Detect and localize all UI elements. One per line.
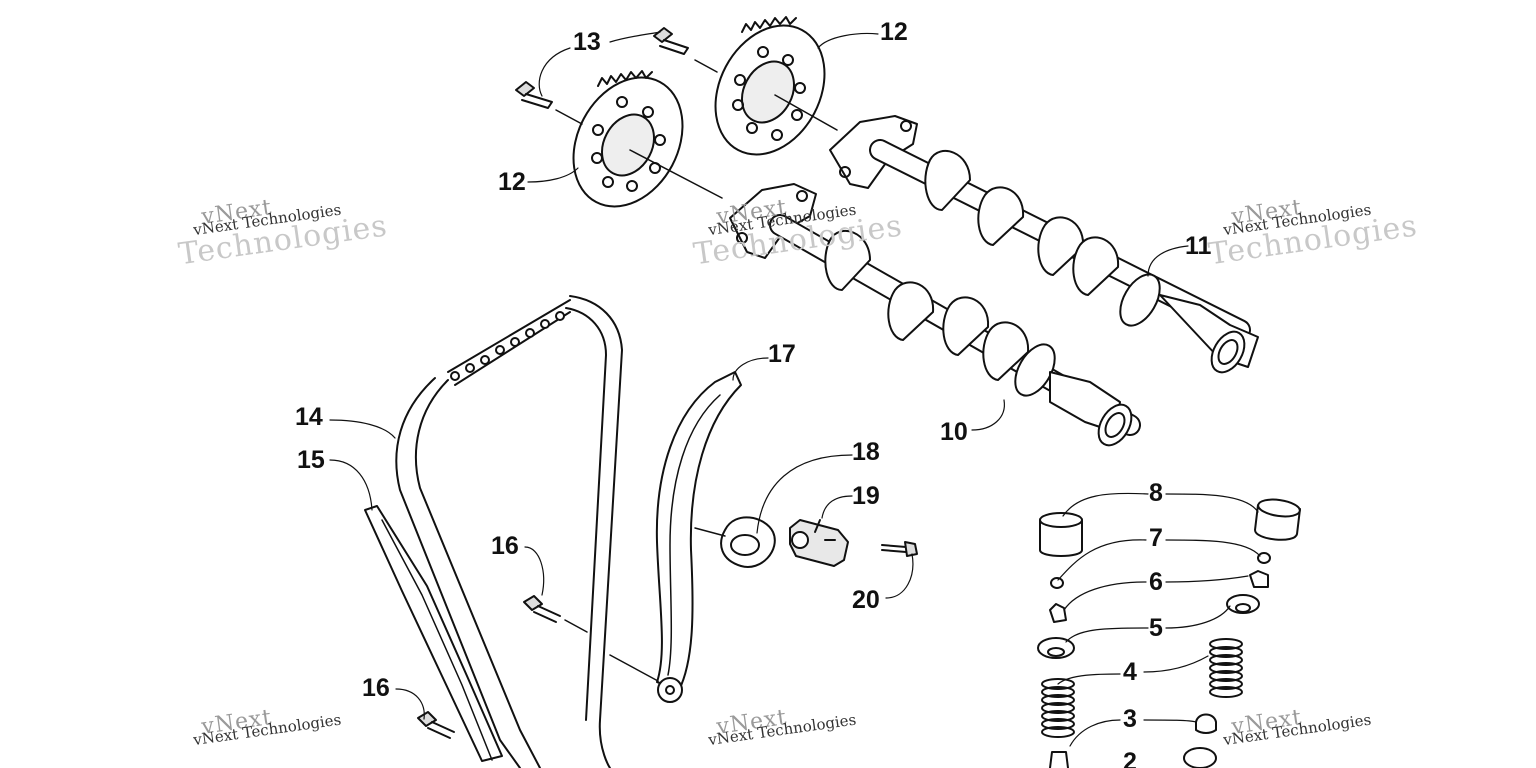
callout-16-upper: 16 <box>491 532 519 560</box>
valve-stem-left <box>1049 751 1069 768</box>
valve-spring-left <box>1041 678 1075 738</box>
camshaft-intake <box>729 183 1141 447</box>
timing-chain <box>395 295 623 768</box>
spring-retainer-left <box>1037 637 1075 659</box>
callout-14: 14 <box>295 403 323 431</box>
sprocket-bolt-upper <box>653 27 689 55</box>
callout-6: 6 <box>1149 568 1163 596</box>
sprocket-bolt-lower <box>515 81 553 109</box>
spring-retainer-right <box>1226 594 1260 614</box>
guide-bolt-lower <box>417 711 455 739</box>
callout-15: 15 <box>297 446 325 474</box>
callout-10: 10 <box>940 418 968 446</box>
callout-3: 3 <box>1123 705 1137 733</box>
valve-spring-right <box>1209 638 1243 698</box>
callout-18: 18 <box>852 438 880 466</box>
callout-16-lower: 16 <box>362 674 390 702</box>
camshaft-exhaust <box>829 115 1259 374</box>
valve-keeper-left <box>1049 603 1067 623</box>
shim-left <box>1050 577 1064 589</box>
cam-sprocket-upper <box>714 16 826 156</box>
callout-leaders <box>329 31 1261 747</box>
chain-guide <box>364 505 503 762</box>
callout-13: 13 <box>573 28 601 56</box>
callout-11: 11 <box>1185 232 1212 260</box>
callout-20: 20 <box>852 586 880 614</box>
callout-7: 7 <box>1149 524 1163 552</box>
valve-seal-right <box>1195 713 1217 734</box>
shim-right <box>1257 552 1271 564</box>
spring-seat-right <box>1183 747 1217 768</box>
guide-bolt-upper <box>523 595 561 623</box>
callout-12-lower: 12 <box>498 168 526 196</box>
bucket-tappet-left <box>1039 512 1083 557</box>
tensioner-slipper <box>655 371 742 703</box>
chain-tensioner <box>789 519 849 567</box>
callout-8: 8 <box>1149 479 1163 507</box>
callout-2: 2 <box>1123 748 1137 768</box>
tensioner-bolt <box>881 541 918 557</box>
callout-5: 5 <box>1149 614 1163 642</box>
cam-sprocket-lower <box>572 70 684 208</box>
valve-keeper-right <box>1249 570 1269 588</box>
callout-19: 19 <box>852 482 880 510</box>
callout-4: 4 <box>1123 658 1137 686</box>
callout-17: 17 <box>768 340 796 368</box>
callout-12-upper: 12 <box>880 18 908 46</box>
tensioner-gasket <box>720 516 776 568</box>
bucket-tappet-right <box>1254 498 1301 541</box>
